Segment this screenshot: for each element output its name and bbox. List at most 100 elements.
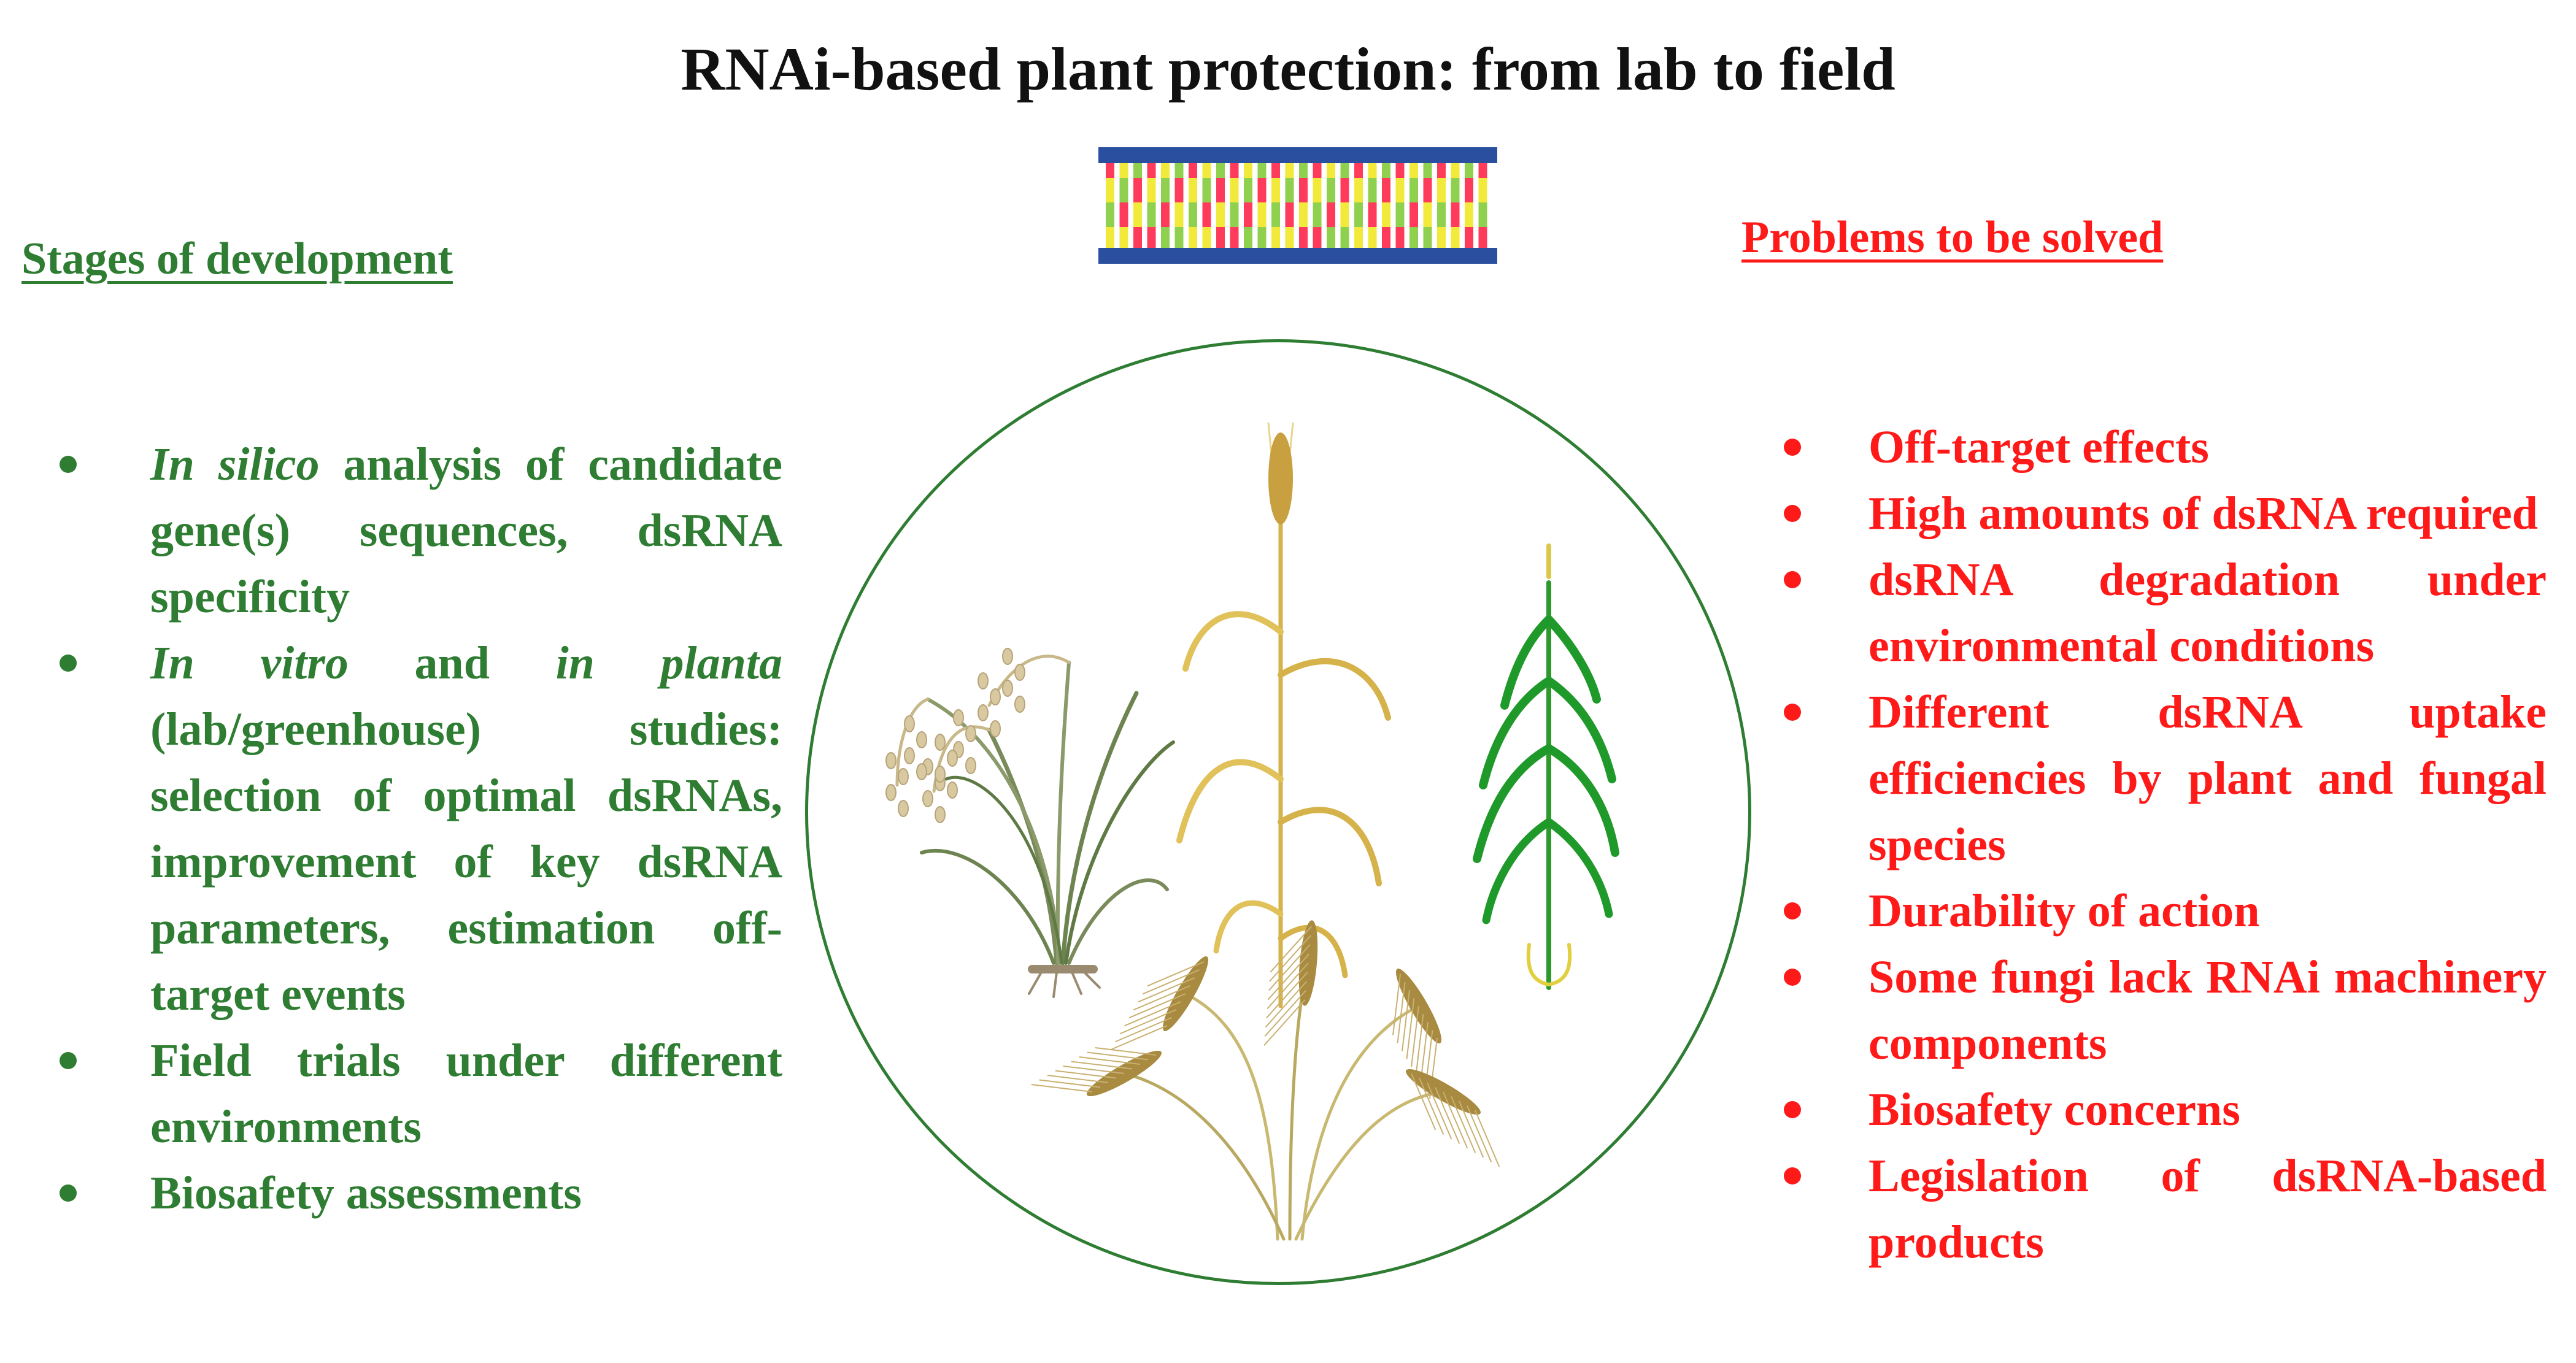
stage-item: In vitro and in planta (lab/greenhouse) … (60, 630, 782, 1027)
base-pair-segment (1161, 178, 1170, 202)
barley-ear (1392, 968, 1442, 1099)
base-pair-segment (1230, 227, 1239, 248)
base-pair-segment (1133, 178, 1142, 202)
rice-grain (922, 790, 933, 807)
base-pair-segment (1465, 163, 1473, 178)
base-pair-segment (1244, 202, 1252, 227)
base-pair-segment (1409, 178, 1418, 202)
base-pair-segment (1189, 202, 1197, 227)
base-pair-segment (1174, 178, 1184, 202)
base-pair-segment (1133, 227, 1142, 248)
base-pair-segment (1230, 202, 1239, 227)
base-pair-segment (1354, 163, 1363, 178)
base-pair-segment (1161, 227, 1170, 248)
rice-grain (978, 672, 989, 689)
base-pair-segment (1451, 227, 1460, 248)
problems-heading: Problems to be solved (1741, 212, 2164, 263)
base-pair-segment (1340, 227, 1349, 248)
rice-grain (885, 784, 897, 801)
stage-item: Field trials under different environment… (60, 1027, 782, 1160)
base-pair-segment (1106, 178, 1114, 202)
base-pair-segment (1285, 227, 1294, 248)
base-pair-segment (1174, 163, 1184, 178)
rice-plant-icon (895, 655, 1175, 998)
base-pair-segment (1202, 163, 1211, 178)
base-pair-segment (1133, 202, 1142, 227)
base-pair-segment (1285, 178, 1294, 202)
base-pair-segment (1285, 202, 1294, 227)
problem-item: Biosafety concerns (1784, 1077, 2547, 1143)
base-pair-segment (1368, 227, 1377, 248)
base-pair-segment (1465, 202, 1473, 227)
rice-grain (947, 750, 958, 767)
base-pair-segment (1202, 178, 1211, 202)
rice-grain (898, 800, 909, 817)
base-pair-segment (1395, 227, 1405, 248)
base-pair-segment (1423, 178, 1432, 202)
base-pair-segment (1257, 178, 1267, 202)
base-pair-segment (1271, 227, 1280, 248)
base-pair-segment (1478, 227, 1487, 248)
stage-text: Field trials under different environment… (150, 1035, 782, 1153)
stage-text: and (348, 637, 556, 689)
base-pair-segment (1230, 163, 1239, 178)
base-pair-segment (1451, 202, 1460, 227)
base-pair-segment (1161, 163, 1170, 178)
base-pair-segment (1313, 202, 1322, 227)
rice-grain (1002, 648, 1013, 665)
stages-heading: Stages of development (21, 234, 453, 284)
base-pair-segment (1409, 202, 1418, 227)
problem-item: Off-target effects (1784, 414, 2547, 480)
problem-item: High amounts of dsRNA required (1784, 480, 2547, 547)
base-pair-segment (1119, 202, 1128, 227)
base-pair-segment (1106, 163, 1114, 178)
base-pair-segment (1313, 163, 1322, 178)
stage-item: In silico analysis of candidate gene(s) … (60, 431, 783, 630)
base-pair-segment (1216, 163, 1225, 178)
crop-plants-illustration (885, 422, 1619, 1241)
base-pair-segment (1437, 178, 1446, 202)
base-pair-segment (1257, 227, 1267, 248)
base-pair-segment (1106, 202, 1114, 227)
base-pair-segment (1189, 178, 1197, 202)
rice-grain (947, 781, 958, 799)
problem-item: Legislation of dsRNA-based products (1784, 1143, 2547, 1275)
base-pair-segment (1147, 227, 1156, 248)
base-pair-segment (1368, 202, 1377, 227)
problem-item: Durability of action (1784, 878, 2547, 944)
figure-title: RNAi-based plant protection: from lab to… (681, 35, 1895, 103)
rice-grain (916, 731, 927, 748)
rice-grain (1014, 664, 1025, 681)
rice-grain (990, 688, 1001, 705)
stage-text: analysis of candidate gene(s) sequences,… (150, 439, 783, 623)
rice-grain (916, 763, 927, 780)
base-pair-segment (1354, 227, 1363, 248)
rice-grain (935, 734, 946, 751)
base-pair-segment (1230, 178, 1239, 202)
base-pair-segment (1395, 202, 1405, 227)
base-pair-segment (1382, 163, 1390, 178)
base-pair-segment (1409, 227, 1418, 248)
base-pair-segment (1147, 202, 1156, 227)
base-pair-segment (1119, 178, 1128, 202)
stages-list: In silico analysis of candidate gene(s) … (60, 431, 783, 1226)
rice-grain (904, 715, 915, 732)
rice-grain (935, 806, 946, 823)
base-pair-segment (1271, 178, 1280, 202)
base-pair-segment (1189, 163, 1197, 178)
base-pair-segment (1216, 202, 1225, 227)
wheat-plant-icon (1176, 422, 1391, 1008)
base-pair-segment (1354, 178, 1363, 202)
base-pair-segment (1382, 178, 1390, 202)
base-pair-segment (1423, 163, 1432, 178)
base-pair-segment (1161, 202, 1170, 227)
base-pair-segment (1340, 163, 1349, 178)
base-pair-segment (1147, 178, 1156, 202)
base-pair-segment (1244, 163, 1252, 178)
base-pair-segment (1327, 227, 1335, 248)
base-pair-segment (1174, 227, 1184, 248)
base-pair-segment (1423, 202, 1432, 227)
base-pair-segment (1382, 227, 1390, 248)
base-pair-segment (1299, 227, 1308, 248)
